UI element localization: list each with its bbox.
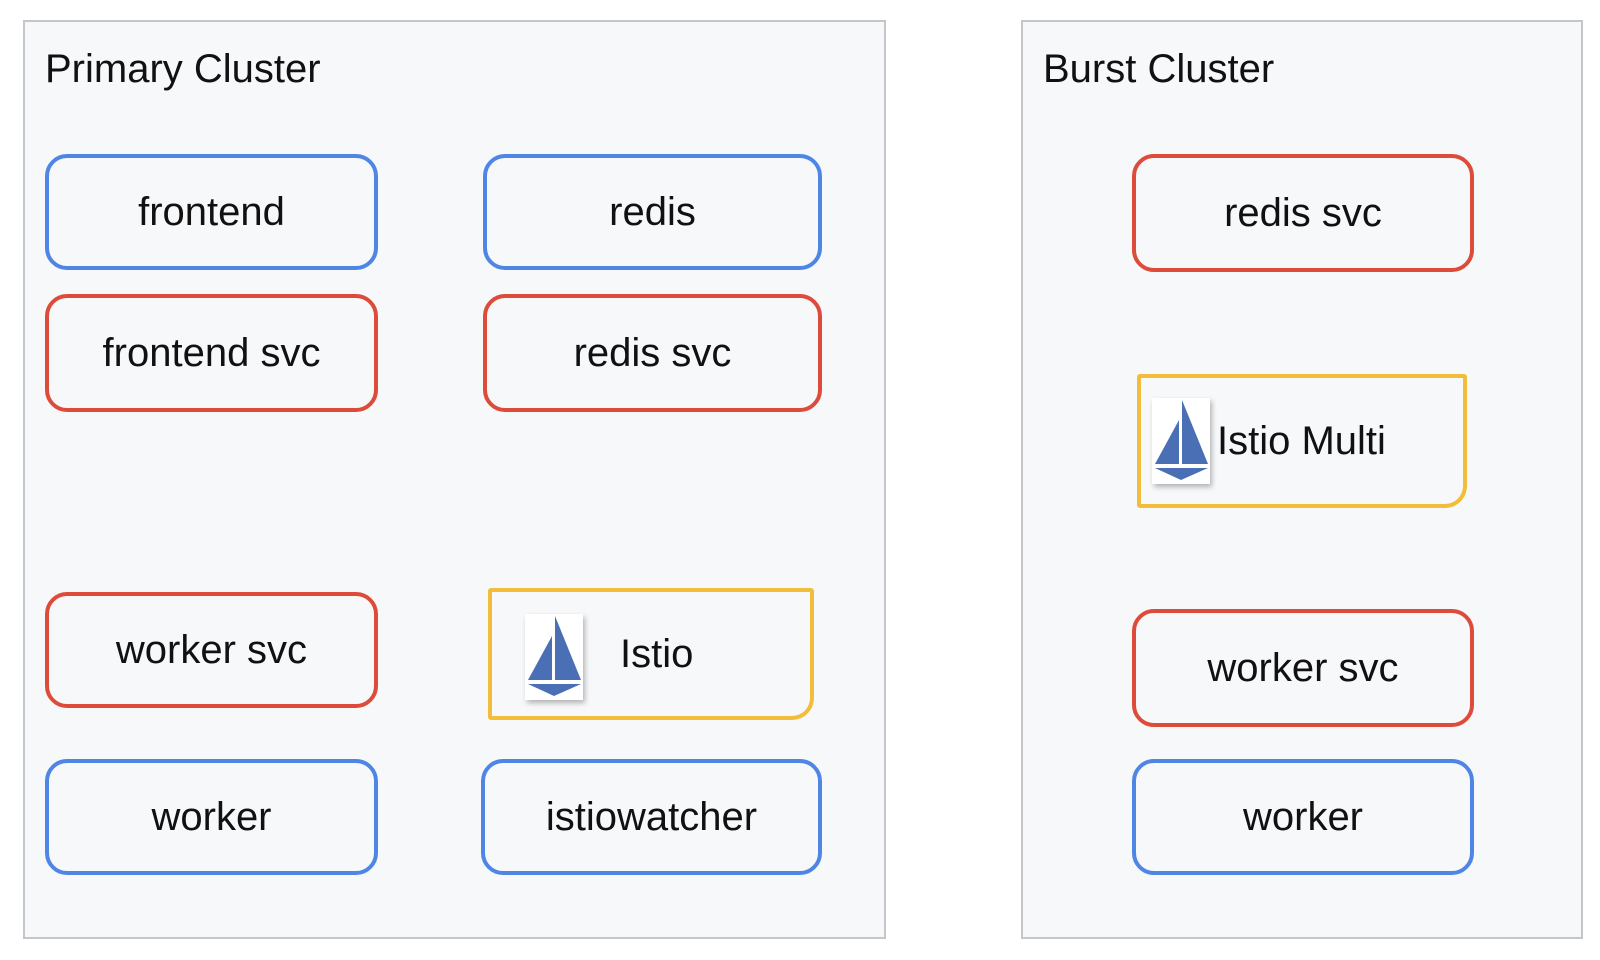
node-istio-multi[interactable]: Istio Multi xyxy=(1137,374,1467,508)
node-frontend-svc[interactable]: frontend svc xyxy=(45,294,378,412)
sailboat-icon xyxy=(1152,398,1210,484)
node-worker[interactable]: worker xyxy=(1132,759,1474,875)
node-worker-svc[interactable]: worker svc xyxy=(45,592,378,708)
cluster-title: Burst Cluster xyxy=(1043,47,1275,91)
node-redis-svc[interactable]: redis svc xyxy=(1132,154,1474,272)
burst-cluster-panel: Burst Cluster redis svc Istio Multi work… xyxy=(1021,20,1583,939)
node-istio-label: Istio xyxy=(620,631,694,676)
node-frontend[interactable]: frontend xyxy=(45,154,378,270)
node-redis-svc[interactable]: redis svc xyxy=(483,294,822,412)
node-istio-multi-label: Istio Multi xyxy=(1217,418,1386,463)
node-redis[interactable]: redis xyxy=(483,154,822,270)
sailboat-icon xyxy=(525,614,583,700)
primary-cluster-panel: Primary Cluster frontend redis frontend … xyxy=(23,20,886,939)
node-istiowatcher[interactable]: istiowatcher xyxy=(481,759,822,875)
node-worker[interactable]: worker xyxy=(45,759,378,875)
node-istio[interactable]: Istio xyxy=(488,588,814,720)
node-worker-svc[interactable]: worker svc xyxy=(1132,609,1474,727)
cluster-title: Primary Cluster xyxy=(45,47,321,91)
